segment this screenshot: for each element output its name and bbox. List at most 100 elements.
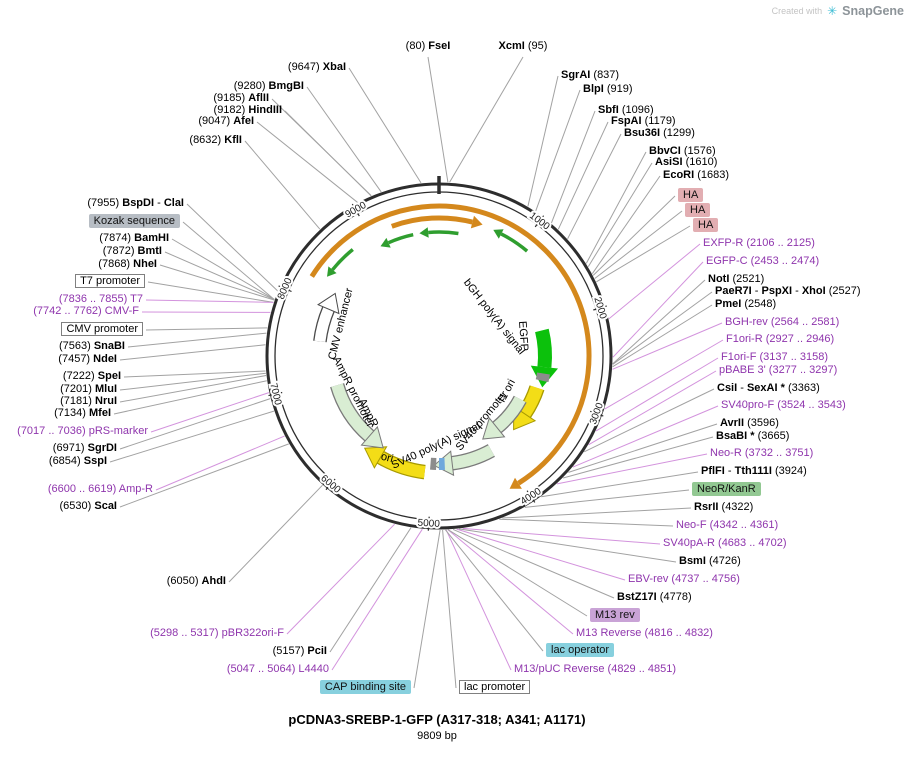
callout-line-neo-r-primer: [556, 453, 708, 485]
label-t7-primer[interactable]: (7836 .. 7855) T7: [58, 293, 143, 305]
label-amp-r-primer[interactable]: (6600 .. 6619) Amp-R: [47, 483, 153, 495]
green-arrow-upper-left-arrowhead[interactable]: [327, 266, 337, 277]
label-NruI[interactable]: (7181) NruI: [60, 395, 117, 408]
label-lac-operator[interactable]: lac operator: [546, 643, 615, 657]
label-NdeI[interactable]: (7457) NdeI: [58, 353, 117, 366]
label-m13-rev[interactable]: M13 rev: [590, 608, 640, 622]
label-pbabe-3-primer[interactable]: pBABE 3' (3277 .. 3297): [719, 364, 838, 376]
sv40-promoter-arrow-arrowhead[interactable]: [482, 417, 506, 440]
ori-label[interactable]: ori: [380, 451, 395, 466]
green-arrow-top-center[interactable]: [428, 230, 459, 236]
label-l4440-primer[interactable]: (5047 .. 5064) L4440: [226, 663, 329, 675]
label-FseI[interactable]: (80) FseI: [406, 40, 451, 53]
label-PciI[interactable]: (5157) PciI: [273, 645, 327, 658]
green-arrow-upper-right-arrowhead[interactable]: [493, 229, 504, 239]
label-ha-1[interactable]: HA: [678, 188, 704, 202]
label-BmtI[interactable]: (7872) BmtI: [103, 245, 162, 258]
label-RsrII[interactable]: RsrII (4322): [694, 501, 753, 514]
label-SgrDI[interactable]: (6971) SgrDI: [53, 442, 117, 455]
label-PmeI[interactable]: PmeI (2548): [715, 298, 776, 311]
label-AsiSI[interactable]: AsiSI (1610): [655, 156, 717, 169]
ha-tag-box[interactable]: [535, 372, 550, 383]
label-BamHI[interactable]: (7874) BamHI: [99, 232, 169, 245]
label-NheI[interactable]: (7868) NheI: [98, 258, 157, 271]
label-HindIII[interactable]: (9182) HindIII: [214, 104, 282, 117]
promoter-box: T7 promoter: [75, 274, 145, 288]
label-MfeI[interactable]: (7134) MfeI: [54, 407, 111, 420]
callout-line-SgrAI: [527, 75, 559, 207]
label-XbaI[interactable]: (9647) XbaI: [288, 61, 346, 74]
label-neo-r-primer[interactable]: Neo-R (3732 .. 3751): [710, 447, 814, 459]
label-neor-kanr[interactable]: NeoR/KanR: [692, 482, 761, 496]
label-XcmI[interactable]: XcmI (95): [499, 40, 548, 53]
ampr-arrow[interactable]: [331, 383, 374, 441]
label-cmv-promoter[interactable]: CMV promoter: [61, 322, 143, 336]
label-ScaI[interactable]: (6530) ScaI: [60, 500, 118, 513]
label-m13-reverse-primer[interactable]: M13 Reverse (4816 .. 4832): [576, 627, 713, 639]
label-SspI[interactable]: (6854) SspI: [49, 455, 107, 468]
label-BlpI[interactable]: BlpI (919): [583, 83, 633, 96]
label-BsaBI[interactable]: BsaBI * (3665): [716, 430, 789, 443]
label-CsiI-SexAI[interactable]: CsiI - SexAI * (3363): [717, 382, 820, 395]
label-sv40pa-r-primer[interactable]: SV40pA-R (4683 .. 4702): [663, 537, 787, 549]
label-cmv-f-primer[interactable]: (7742 .. 7762) CMV-F: [33, 305, 139, 317]
label-AhdI[interactable]: (6050) AhdI: [167, 575, 226, 588]
ori-arrow[interactable]: [377, 452, 426, 479]
egfp-arrow[interactable]: [535, 328, 552, 368]
label-BsmI[interactable]: BsmI (4726): [679, 555, 741, 568]
label-EcoRI[interactable]: EcoRI (1683): [663, 169, 729, 182]
label-SgrAI[interactable]: SgrAI (837): [561, 69, 619, 82]
label-cap-binding-site[interactable]: CAP binding site: [319, 680, 411, 694]
label-ha-3[interactable]: HA: [693, 218, 719, 232]
insert-arc-inner-arrowhead[interactable]: [470, 215, 483, 229]
label-SnaBI[interactable]: (7563) SnaBI: [59, 340, 125, 353]
egfp-label[interactable]: EGFP: [516, 321, 530, 352]
sv40-polya-arrow[interactable]: [451, 445, 495, 470]
label-ha-2[interactable]: HA: [685, 203, 711, 217]
label-AfeI[interactable]: (9047) AfeI: [198, 115, 254, 128]
cmv-enhancer-arrow-arrowhead[interactable]: [317, 292, 340, 315]
enzyme-position: -: [154, 197, 164, 209]
label-neo-f-primer[interactable]: Neo-F (4342 .. 4361): [676, 519, 779, 531]
callout-line-f1ori-r-primer: [604, 339, 724, 410]
ori-arrow-arrowhead[interactable]: [363, 446, 388, 469]
green-arrow-top-left[interactable]: [387, 232, 414, 245]
label-BspDI-ClaI[interactable]: (7955) BspDI - ClaI: [87, 197, 184, 210]
insert-arc-outer[interactable]: [309, 203, 592, 486]
label-f1ori-f-primer[interactable]: F1ori-F (3137 .. 3158): [721, 351, 828, 363]
label-m13-puc-reverse-primer[interactable]: M13/pUC Reverse (4829 .. 4851): [514, 663, 677, 675]
label-exfp-r-primer[interactable]: EXFP-R (2106 .. 2125): [703, 237, 815, 249]
label-pbr322ori-f-primer[interactable]: (5298 .. 5317) pBR322ori-F: [150, 627, 284, 639]
label-KflI[interactable]: (8632) KflI: [189, 134, 242, 147]
label-sv40pro-f-primer[interactable]: SV40pro-F (3524 .. 3543): [721, 399, 846, 411]
label-bgh-rev-primer[interactable]: BGH-rev (2564 .. 2581): [725, 316, 840, 328]
label-f1ori-r-primer[interactable]: F1ori-R (2927 .. 2946): [726, 333, 835, 345]
label-Bsu36I[interactable]: Bsu36I (1299): [624, 127, 695, 140]
label-BstZ17I[interactable]: BstZ17I (4778): [617, 591, 692, 604]
label-BmgBI[interactable]: (9280) BmgBI: [234, 80, 304, 93]
label-PflFI-Tth111I[interactable]: PflFI - Tth111I (3924): [701, 465, 807, 478]
label-PaeR7I-PspXI-XhoI[interactable]: PaeR7I - PspXI - XhoI (2527): [715, 285, 861, 298]
label-SpeI[interactable]: (7222) SpeI: [63, 370, 121, 383]
label-prs-marker-primer[interactable]: (7017 .. 7036) pRS-marker: [17, 425, 148, 437]
insert-arc-outer-arrowhead[interactable]: [509, 477, 522, 489]
label-MluI[interactable]: (7201) MluI: [60, 383, 117, 396]
label-kozak-sequence[interactable]: Kozak sequence: [88, 214, 180, 228]
label-NotI[interactable]: NotI (2521): [708, 273, 764, 286]
label-SbfI[interactable]: SbfI (1096): [598, 104, 654, 117]
label-t7-promoter[interactable]: T7 promoter: [75, 274, 145, 288]
label-ebv-rev-primer[interactable]: EBV-rev (4737 .. 4756): [628, 573, 740, 585]
label-lac-promoter[interactable]: lac promoter: [459, 680, 531, 694]
label-AflII[interactable]: (9185) AflII: [213, 92, 269, 105]
green-arrow-upper-right[interactable]: [500, 232, 529, 253]
callout-line-PciI: [329, 527, 412, 653]
label-egfp-c-primer[interactable]: EGFP-C (2453 .. 2474): [706, 255, 820, 267]
insert-arc-inner[interactable]: [390, 215, 474, 229]
green-arrow-top-center-arrowhead[interactable]: [419, 227, 429, 238]
green-arrow-top-left-arrowhead[interactable]: [380, 237, 391, 248]
label-AvrII[interactable]: AvrII (3596): [720, 417, 779, 430]
ampr-arrow-arrowhead[interactable]: [360, 425, 384, 449]
sv40-promoter-arrow[interactable]: [492, 396, 526, 433]
label-FspAI[interactable]: FspAI (1179): [611, 115, 676, 128]
label-BbvCI[interactable]: BbvCI (1576): [649, 145, 716, 158]
